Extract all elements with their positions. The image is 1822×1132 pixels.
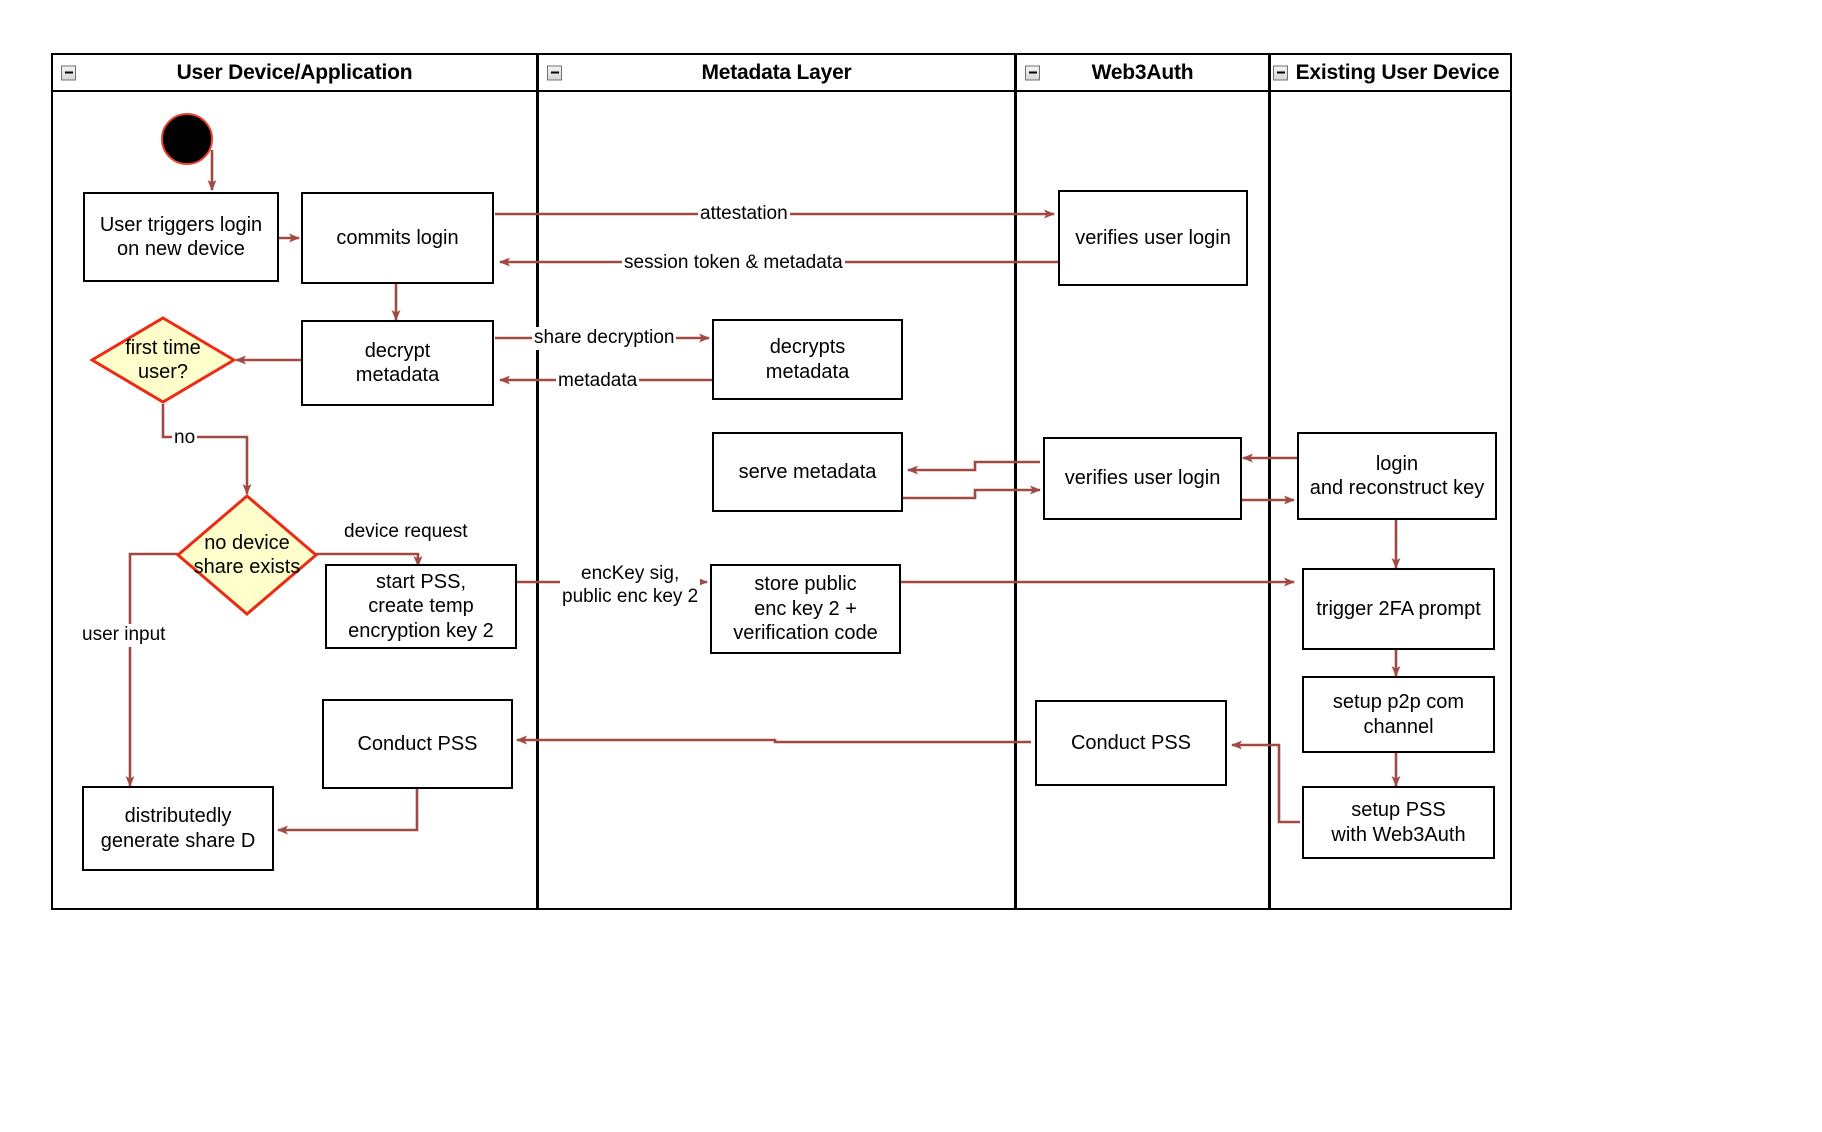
edge-label-session-token: session token & metadata bbox=[622, 252, 845, 275]
edge-label-user-input: user input bbox=[80, 624, 168, 647]
decision-no-device-share-exists[interactable]: no device share exists bbox=[176, 494, 318, 616]
node-user-triggers-login[interactable]: User triggers login on new device bbox=[83, 192, 279, 282]
node-decrypt-metadata[interactable]: decrypt metadata bbox=[301, 320, 494, 406]
minus-box-icon[interactable] bbox=[1025, 65, 1040, 80]
edge-label-device-request: device request bbox=[342, 521, 470, 544]
edge-label-enckey-sig: encKey sig, public enc key 2 bbox=[560, 562, 701, 609]
node-commits-login[interactable]: commits login bbox=[301, 192, 494, 284]
node-distributedly-generate-share-d[interactable]: distributedly generate share D bbox=[82, 786, 274, 871]
swimlane-title-existing-device: Existing User Device bbox=[1295, 60, 1500, 84]
edge-label-no: no bbox=[172, 427, 198, 450]
edge-label-share-decryption: share decryption bbox=[532, 327, 677, 350]
node-start-pss-create-temp-key[interactable]: start PSS, create temp encryption key 2 bbox=[325, 564, 517, 649]
node-login-and-reconstruct-key[interactable]: login and reconstruct key bbox=[1297, 432, 1497, 520]
node-conduct-pss-web3auth[interactable]: Conduct PSS bbox=[1035, 700, 1227, 786]
minus-box-icon[interactable] bbox=[1273, 65, 1288, 80]
node-conduct-pss-user-device[interactable]: Conduct PSS bbox=[322, 699, 513, 789]
start-node bbox=[161, 113, 213, 165]
edge-label-attestation: attestation bbox=[698, 203, 790, 226]
node-serve-metadata[interactable]: serve metadata bbox=[712, 432, 903, 512]
decision-label-first-time-user: first time user? bbox=[125, 336, 201, 383]
swimlane-header-user-device[interactable]: User Device/Application bbox=[51, 53, 538, 92]
minus-box-icon[interactable] bbox=[61, 65, 76, 80]
node-verifies-user-login-2[interactable]: verifies user login bbox=[1043, 437, 1242, 520]
swimlane-header-existing-device[interactable]: Existing User Device bbox=[1269, 53, 1512, 92]
node-trigger-2fa-prompt[interactable]: trigger 2FA prompt bbox=[1302, 568, 1495, 650]
swimlane-title-metadata: Metadata Layer bbox=[701, 60, 852, 84]
decision-label-no-device-share: no device share exists bbox=[193, 531, 301, 578]
swimlane-title-web3auth: Web3Auth bbox=[1091, 60, 1194, 84]
swimlane-header-web3auth[interactable]: Web3Auth bbox=[1015, 53, 1270, 92]
node-decrypts-metadata[interactable]: decrypts metadata bbox=[712, 319, 903, 400]
node-store-public-enc-key[interactable]: store public enc key 2 + verification co… bbox=[710, 564, 901, 654]
minus-box-icon[interactable] bbox=[547, 65, 562, 80]
decision-first-time-user[interactable]: first time user? bbox=[90, 316, 236, 404]
swimlane-header-metadata[interactable]: Metadata Layer bbox=[537, 53, 1016, 92]
node-setup-p2p-com-channel[interactable]: setup p2p com channel bbox=[1302, 676, 1495, 753]
node-setup-pss-with-web3auth[interactable]: setup PSS with Web3Auth bbox=[1302, 786, 1495, 859]
swimlane-title-user-device: User Device/Application bbox=[176, 60, 413, 84]
edge-label-metadata: metadata bbox=[556, 370, 640, 393]
node-verifies-user-login-1[interactable]: verifies user login bbox=[1058, 190, 1248, 286]
